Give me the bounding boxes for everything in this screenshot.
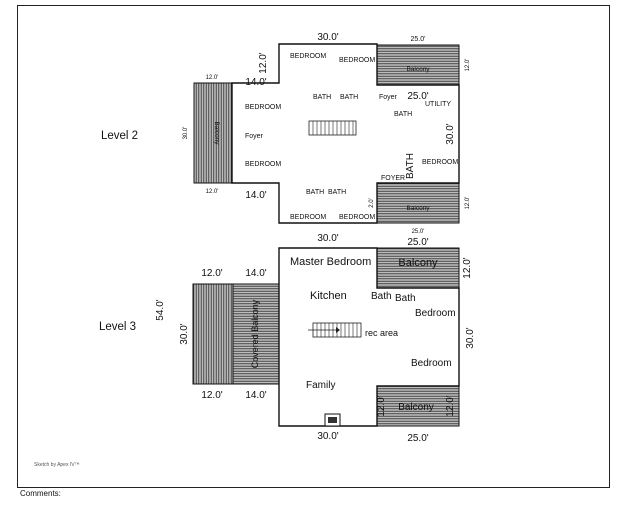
l2-dimension: 12.0' <box>258 52 269 73</box>
l2-dimension: 14.0' <box>245 190 266 201</box>
l2-room-label: BEDROOM <box>339 57 375 64</box>
l3-dimension: 30.0' <box>179 323 190 344</box>
l3-room-label: Master Bedroom <box>290 256 371 268</box>
level-3-plan: Level 3 Master Bedroom Balcony Kitchen B… <box>99 237 476 444</box>
l3-dimension: 14.0' <box>245 268 266 279</box>
l2-room-label: BEDROOM <box>339 214 375 221</box>
l2-dimension: 30.0' <box>183 127 189 140</box>
l3-room-label: Family <box>306 380 335 391</box>
l2-dimension: 14.0' <box>245 77 266 88</box>
l3-room-label: Balcony <box>398 257 438 269</box>
l3-dimension: 12.0' <box>445 395 456 416</box>
l2-room-label: UTILITY <box>425 101 451 108</box>
l2-room-label: FOYER <box>381 175 405 182</box>
l2-balcony-label: Balcony <box>213 121 220 145</box>
l2-room-label: BATH <box>328 189 346 196</box>
level-3-title: Level 3 <box>99 321 136 333</box>
l3-room-label: Bath <box>371 291 392 302</box>
l2-balcony-label: Balcony <box>406 205 430 212</box>
l2-room-label: Foyer <box>245 133 264 140</box>
l2-dimension: 12.0' <box>206 189 219 195</box>
l2-room-label: BEDROOM <box>245 104 281 111</box>
l2-room-label: BEDROOM <box>422 159 458 166</box>
l2-dimension: 12.0' <box>465 59 471 72</box>
l2-room-label: BATH <box>313 94 331 101</box>
l3-room-label: Covered Balcony <box>250 299 260 368</box>
l3-dimension: 54.0' <box>155 299 166 320</box>
l3-room-label: Bath <box>395 293 416 304</box>
l3-room-label: Kitchen <box>310 290 347 302</box>
level-2-title: Level 2 <box>101 130 138 142</box>
l3-dimension: 12.0' <box>201 390 222 401</box>
l2-balcony-left <box>193 82 233 184</box>
l3-dimension: 25.0' <box>407 237 428 248</box>
fireplace-icon <box>324 413 341 427</box>
l2-room-label: BEDROOM <box>290 214 326 221</box>
l3-dimension: 12.0' <box>376 395 387 416</box>
l2-room-label: BATH <box>405 153 416 179</box>
l3-dimension: 14.0' <box>245 390 266 401</box>
l3-room-label: Bedroom <box>411 358 452 369</box>
l2-dimension: 30.0' <box>317 32 338 43</box>
l3-dimension: 30.0' <box>317 431 338 442</box>
l2-room-label: BEDROOM <box>290 53 326 60</box>
l2-dimension: 12.0' <box>465 197 471 210</box>
l2-room-label: BATH <box>306 189 324 196</box>
l3-dimension: 30.0' <box>465 327 476 348</box>
l2-balcony-bottom <box>376 182 460 224</box>
l3-open-balcony-left <box>192 283 234 385</box>
l2-room-label: BATH <box>340 94 358 101</box>
l3-dimension: 25.0' <box>407 433 428 444</box>
l2-room-label: Foyer <box>379 94 398 101</box>
l3-room-label: Balcony <box>398 402 434 413</box>
l2-dimension: 2.0' <box>369 198 375 208</box>
l2-balcony-label: Balcony <box>406 66 430 73</box>
l2-balcony-top <box>376 44 460 86</box>
l2-room-label: BEDROOM <box>245 161 281 168</box>
l2-outline <box>231 43 460 224</box>
l3-balcony-bottom <box>376 385 460 427</box>
comments-label: Comments: <box>20 489 61 498</box>
l2-dimension: 25.0' <box>412 229 425 235</box>
l3-room-label: Bedroom <box>415 308 456 319</box>
level-2-plan: Level 2 BEDROOM BEDROOM BEDROOM Foyer BE… <box>101 32 471 244</box>
sketch-credit: Sketch by Apex IV™ <box>34 462 80 468</box>
l2-dimension: 30.0' <box>317 233 338 244</box>
l3-dimension: 12.0' <box>201 268 222 279</box>
l2-dimension: 30.0' <box>445 123 456 144</box>
l2-dimension: 25.0' <box>411 36 426 43</box>
l3-covered-balcony <box>232 283 280 385</box>
l3-stair-icon <box>308 322 362 338</box>
l2-room-label: BATH <box>394 111 412 118</box>
l2-dimension: 25.0' <box>407 91 428 102</box>
l3-dimension: 12.0' <box>462 257 473 278</box>
l2-stair-icon <box>308 120 357 136</box>
l3-room-label: rec area <box>365 328 398 338</box>
l2-dimension: 12.0' <box>206 75 219 81</box>
page-frame <box>17 5 610 488</box>
l3-outline <box>278 247 460 427</box>
